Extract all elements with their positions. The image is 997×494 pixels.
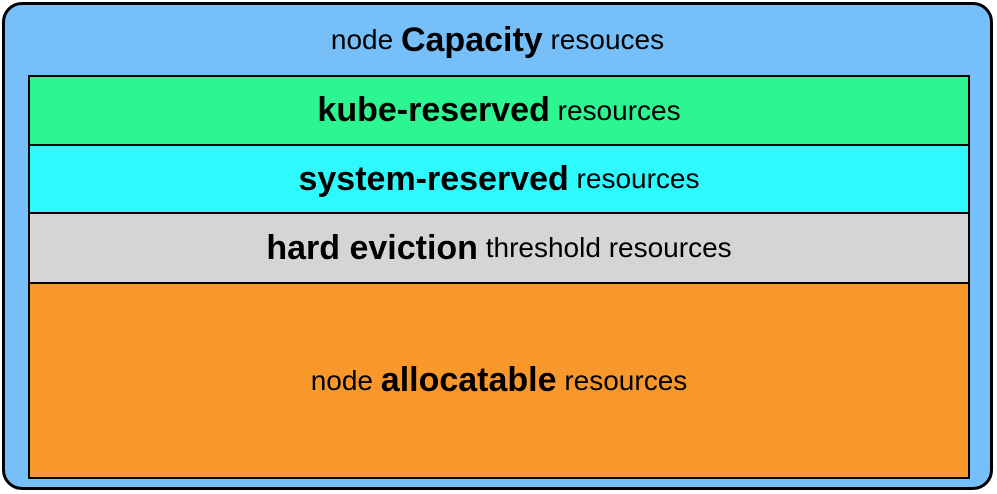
row-bold-label: hard eviction [266,228,478,267]
resource-row-hard-eviction: hard eviction threshold resources [30,214,968,284]
row-suffix: resources [556,364,688,396]
resource-row-kube-reserved: kube-reserved resources [30,77,968,146]
title-suffix: resouces [542,24,665,55]
node-capacity-title: node Capacity resouces [5,5,990,75]
row-bold-label: kube-reserved [317,91,550,129]
title-prefix: node [330,24,401,55]
row-suffix: resources [568,163,700,194]
resource-row-system-reserved: system-reserved resources [30,146,968,214]
row-bold-label: system-reserved [298,159,569,198]
row-prefix: node [310,364,381,396]
row-bold-label: allocatable [380,361,557,399]
resource-row-node-allocatable: node allocatable resources [30,284,968,477]
row-suffix: resources [549,94,681,126]
resource-stack: kube-reserved resources system-reserved … [28,75,970,479]
title-bold: Capacity [400,20,543,59]
row-suffix: threshold resources [477,232,732,263]
